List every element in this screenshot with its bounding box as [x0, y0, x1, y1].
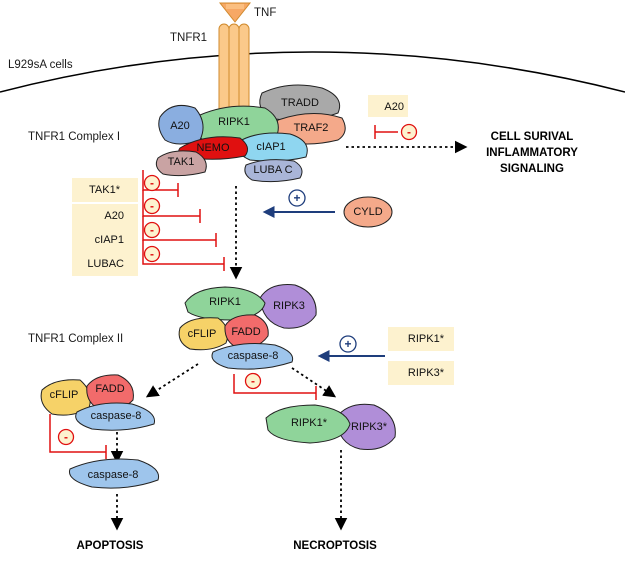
protein-a20: A20 [158, 105, 204, 145]
a20-top-box-label: A20 [384, 101, 404, 113]
survival-label-line2: INFLAMMATORY [486, 147, 578, 159]
minus-sign: - [57, 428, 75, 446]
svg-text:cFLIP: cFLIP [50, 389, 79, 401]
svg-text:FADD: FADD [231, 326, 260, 338]
protein-cyld: CYLD [343, 196, 393, 228]
protein-fadd: FADD [86, 374, 134, 411]
svg-text:-: - [150, 176, 154, 190]
minus-sign: - [143, 197, 161, 215]
svg-text:TRADD: TRADD [281, 97, 319, 109]
protein-ripk1: RIPK1 [184, 286, 266, 321]
svg-text:TRAF2: TRAF2 [294, 122, 329, 134]
protein-fadd: FADD [224, 314, 269, 349]
lubac-inhibition-line [142, 240, 225, 271]
ripk1-star-box-label: RIPK1* [408, 333, 445, 345]
ripk3-star-box [388, 361, 454, 385]
ciap1-box [72, 228, 138, 252]
tak1-star-box [72, 178, 138, 202]
svg-text:+: + [344, 337, 351, 351]
svg-text:cIAP1: cIAP1 [256, 141, 285, 153]
lubac-box-label: LUBAC [87, 258, 124, 270]
protein-caspase-8-active: caspase-8 [68, 458, 160, 489]
tnfr1-label: TNFR1 [170, 32, 207, 44]
minus-sign: - [400, 123, 418, 141]
tnfr1-receptor [218, 23, 250, 117]
svg-text:RIPK1: RIPK1 [218, 116, 250, 128]
svg-text:-: - [150, 247, 154, 261]
ripk1-star-box [388, 327, 454, 351]
plus-sign: + [288, 189, 306, 207]
necroptosis-label: NECROPTOSIS [293, 540, 377, 552]
a20-top-box [368, 95, 408, 117]
protein-cflip: cFLIP [40, 379, 91, 416]
survival-label-line3: SIGNALING [500, 163, 564, 175]
tak1-star-box-label: TAK1* [89, 184, 121, 196]
svg-text:CYLD: CYLD [353, 206, 382, 218]
necroptosis-branch-arrow [291, 367, 337, 398]
a20-box-label: A20 [104, 210, 124, 222]
svg-text:FADD: FADD [95, 383, 124, 395]
ripk3-star-box-label: RIPK3* [408, 367, 445, 379]
complex-ii-label: TNFR1 Complex II [28, 333, 123, 345]
svg-text:-: - [150, 199, 154, 213]
svg-text:RIPK3*: RIPK3* [351, 421, 388, 433]
svg-text:cFLIP: cFLIP [188, 328, 217, 340]
svg-text:RIPK3: RIPK3 [273, 300, 305, 312]
cell-membrane [0, 51, 625, 93]
protein-tak1: TAK1 [155, 150, 207, 177]
svg-text:-: - [64, 430, 68, 444]
minus-sign: - [143, 174, 161, 192]
protein-ripk1-star: RIPK1* [265, 404, 351, 444]
svg-text:-: - [251, 374, 255, 388]
svg-text:LUBA C: LUBA C [253, 164, 292, 176]
tnf-label: TNF [254, 7, 276, 19]
svg-text:caspase-8: caspase-8 [88, 469, 139, 481]
protein-lubac: LUBA C [244, 159, 303, 183]
protein-ripk3-star: RIPK3* [335, 403, 396, 450]
plus-sign: + [339, 335, 357, 353]
ciap1-box-label: cIAP1 [95, 234, 124, 246]
svg-text:-: - [150, 223, 154, 237]
svg-text:A20: A20 [170, 120, 190, 132]
svg-text:caspase-8: caspase-8 [228, 350, 279, 362]
tnf-ligand [218, 2, 252, 23]
caspase-8-inhibition-line [233, 374, 317, 400]
lubac-box [72, 252, 138, 276]
minus-sign: - [244, 372, 262, 390]
protein-caspase-8: caspase-8 [211, 343, 294, 370]
protein-ciap1: cIAP1 [236, 132, 308, 162]
svg-text:caspase-8: caspase-8 [91, 410, 142, 422]
minus-sign: - [143, 245, 161, 263]
apoptosis-branch-arrow [145, 363, 199, 398]
a20-inhibition-bar [374, 125, 398, 139]
svg-text:RIPK1: RIPK1 [209, 296, 241, 308]
a20-box [72, 204, 138, 228]
minus-sign: - [143, 221, 161, 239]
svg-text:-: - [407, 125, 411, 139]
protein-cflip: cFLIP [178, 317, 229, 351]
apoptosis-label: APOPTOSIS [77, 540, 144, 552]
survival-label-line1: CELL SURIVAL [491, 131, 574, 143]
svg-text:TAK1: TAK1 [168, 156, 195, 168]
complex-i-label: TNFR1 Complex I [28, 131, 120, 143]
protein-caspase-8: caspase-8 [75, 402, 156, 431]
cflip-inhibition-line [49, 414, 107, 459]
svg-text:NEMO: NEMO [197, 142, 230, 154]
protein-ripk3: RIPK3 [259, 284, 317, 329]
svg-text:+: + [293, 191, 300, 205]
svg-text:RIPK1*: RIPK1* [291, 417, 328, 429]
cells-label: L929sA cells [8, 59, 73, 71]
